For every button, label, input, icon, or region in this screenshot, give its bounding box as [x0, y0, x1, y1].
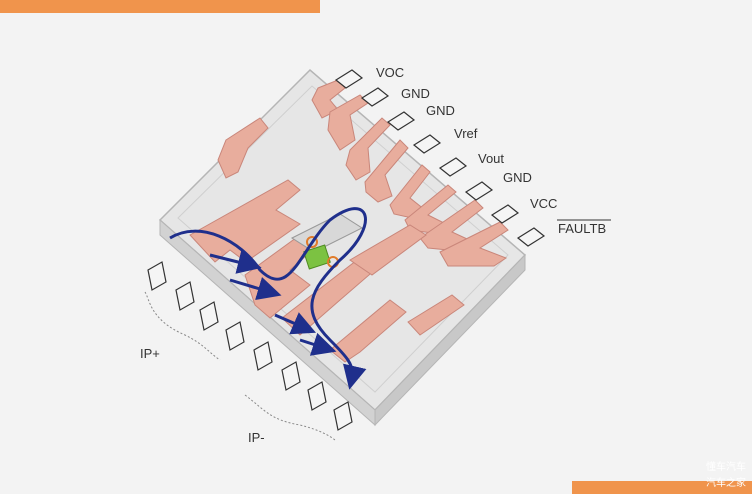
pin-label-vcc: VCC — [530, 196, 557, 211]
pin-label-gnd-3: GND — [503, 170, 532, 185]
primary-conductor — [189, 179, 465, 363]
watermark-line-1: 懂车汽车 — [706, 462, 746, 473]
bottom-accent-bar — [572, 481, 752, 494]
ip-minus-bracket — [244, 394, 336, 441]
current-flow-path — [169, 207, 367, 390]
signal-pins — [334, 69, 546, 247]
pin-label-faultb: FAULTB — [558, 221, 606, 236]
pin-label-voc: VOC — [376, 65, 404, 80]
pin-label-gnd-2: GND — [426, 103, 455, 118]
ip-plus-bracket — [144, 291, 221, 361]
signal-lead-frame — [217, 79, 509, 267]
ip-plus-label: IP+ — [140, 346, 160, 361]
ip-minus-label: IP- — [248, 430, 265, 445]
top-accent-bar — [0, 0, 320, 13]
pin-label-gnd-1: GND — [401, 86, 430, 101]
pin-label-vout: Vout — [478, 151, 504, 166]
ip-pins — [147, 261, 353, 431]
sensor-die — [290, 213, 364, 270]
watermark-line-2: 汽车之家 — [706, 478, 746, 489]
pin-label-vref: Vref — [454, 126, 478, 141]
